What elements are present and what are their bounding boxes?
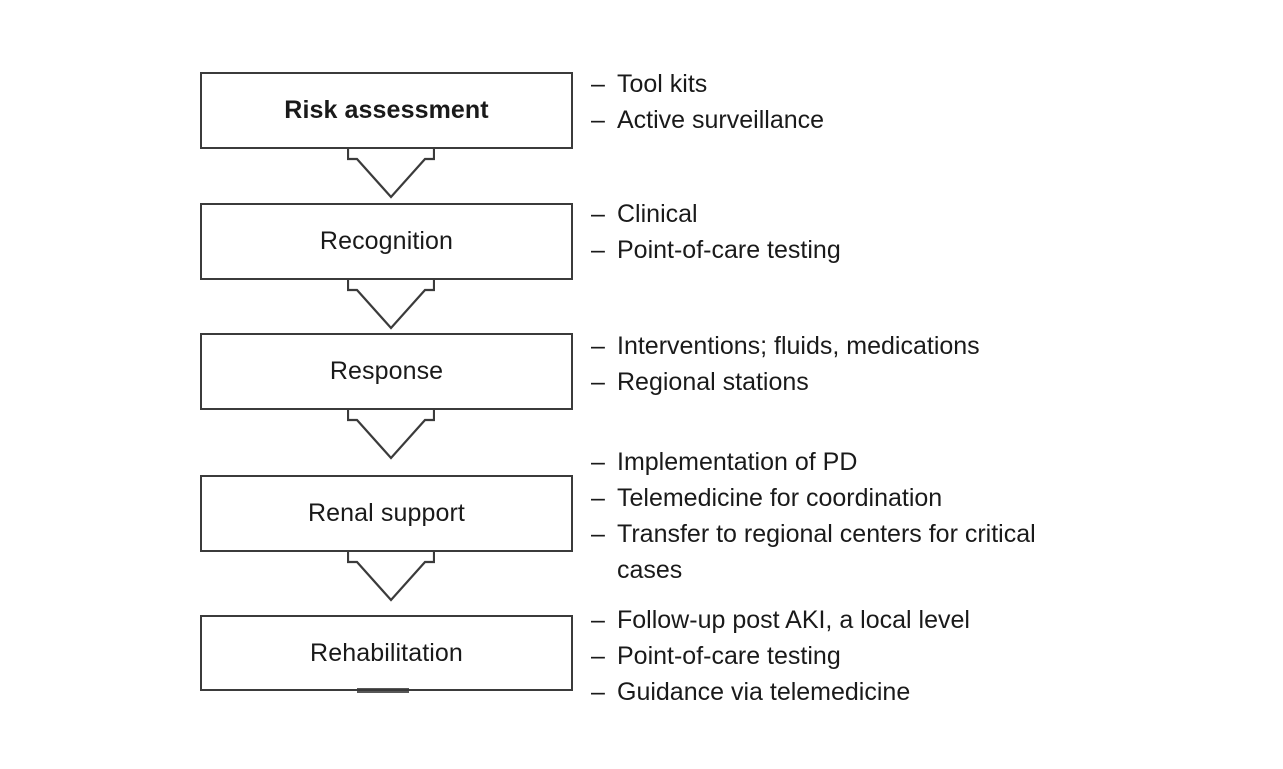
bullet-dash-icon: – (591, 520, 605, 548)
bullet-text: Guidance via telemedicine (617, 678, 911, 706)
box-label: Risk assessment (284, 96, 489, 124)
bullet-dash-icon: – (591, 678, 605, 706)
down-arrow-icon-1 (347, 148, 435, 200)
bullet-text: Follow-up post AKI, a local level (617, 606, 970, 634)
bullet-list-recognition: – Clinical – Point-of-care testing (591, 196, 1251, 268)
down-arrow-icon-3 (347, 409, 435, 461)
bullet-text: Implementation of PD (617, 448, 858, 476)
bullet-dash-icon: – (591, 106, 605, 134)
bullet-item: – Point-of-care testing (591, 638, 1251, 674)
scan-artifact (357, 688, 409, 693)
bullet-list-renal-support: – Implementation of PD – Telemedicine fo… (591, 444, 1061, 588)
bullet-text: Clinical (617, 200, 698, 228)
bullet-text: Active surveillance (617, 106, 825, 134)
process-box-rehabilitation[interactable]: Rehabilitation (200, 615, 573, 691)
box-label: Rehabilitation (310, 638, 463, 667)
bullet-list-response: – Interventions; fluids, medications – R… (591, 328, 1251, 400)
bullet-text: Interventions; fluids, medications (617, 332, 980, 360)
bullet-item: – Tool kits (591, 66, 1251, 102)
bullet-text: Point-of-care testing (617, 236, 841, 264)
bullet-dash-icon: – (591, 642, 605, 670)
bullet-item: – Telemedicine for coordination (591, 480, 1061, 516)
box-label: Response (329, 357, 444, 385)
bullet-item: – Transfer to regional centers for criti… (591, 516, 1061, 588)
bullet-item: – Follow-up post AKI, a local level (591, 602, 1251, 638)
bullet-item: – Regional stations (591, 364, 1251, 400)
process-box-recognition[interactable]: Recognition (200, 203, 573, 280)
bullet-item: – Implementation of PD (591, 444, 1061, 480)
bullet-dash-icon: – (591, 332, 605, 360)
bullet-dash-icon: – (591, 606, 605, 634)
bullet-text: Point-of-care testing (617, 642, 841, 670)
bullet-dash-icon: – (591, 484, 605, 512)
bullet-dash-icon: – (591, 70, 605, 98)
process-box-risk-assessment[interactable]: Risk assessment (200, 72, 573, 149)
bullet-text: Tool kits (617, 70, 708, 98)
bullet-dash-icon: – (591, 448, 605, 476)
bullet-item: – Clinical (591, 196, 1251, 232)
bullet-text: Transfer to regional centers for critica… (617, 520, 1043, 584)
down-arrow-icon-2 (347, 279, 435, 331)
process-box-renal-support[interactable]: Renal support (200, 475, 573, 552)
bullet-dash-icon: – (591, 368, 605, 396)
down-arrow-icon-4 (347, 551, 435, 603)
bullet-item: – Interventions; fluids, medications (591, 328, 1251, 364)
bullet-text: Telemedicine for coordination (617, 484, 943, 512)
box-label: Recognition (319, 227, 454, 255)
bullet-item: – Guidance via telemedicine (591, 674, 1251, 710)
bullet-item: – Active surveillance (591, 102, 1251, 138)
box-label: Renal support (308, 499, 465, 527)
bullet-list-rehabilitation: – Follow-up post AKI, a local level – Po… (591, 602, 1251, 710)
bullet-dash-icon: – (591, 200, 605, 228)
process-box-response[interactable]: Response (200, 333, 573, 410)
bullet-list-risk-assessment: – Tool kits – Active surveillance (591, 66, 1251, 138)
bullet-text: Regional stations (617, 368, 809, 396)
bullet-dash-icon: – (591, 236, 605, 264)
bullet-item: – Point-of-care testing (591, 232, 1251, 268)
